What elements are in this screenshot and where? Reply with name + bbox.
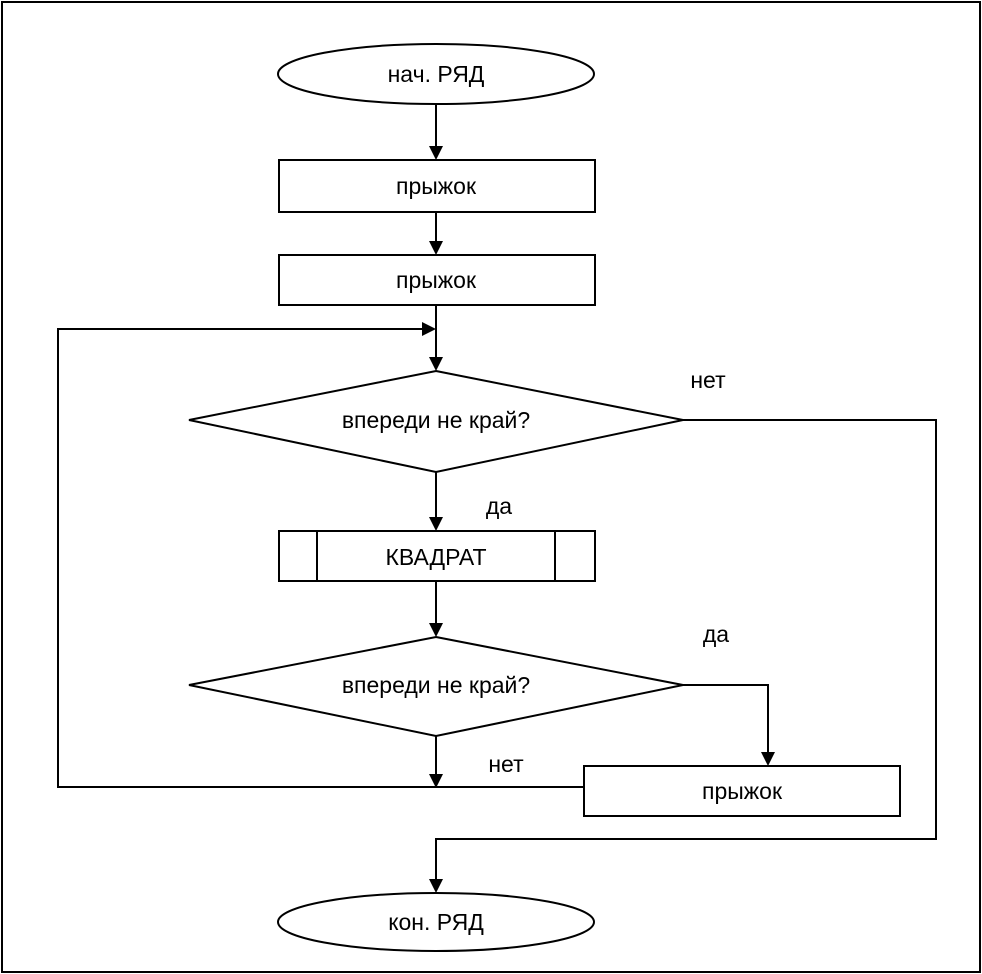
connector-condition2-yes (683, 684, 769, 752)
jump-block-3-label: прыжок (702, 778, 783, 804)
connector-loop-back (57, 328, 584, 788)
arrow-head-icon (429, 241, 443, 255)
condition-2-no-label: нет (488, 751, 524, 777)
jump-block-3 (583, 765, 901, 817)
jump-block-2-label: прыжок (396, 267, 477, 293)
arrow-head-icon (422, 322, 436, 336)
arrow-heads (422, 146, 775, 893)
end-label: кон. РЯД (388, 909, 484, 935)
arrow-head-icon (429, 774, 443, 788)
condition-2-diamond (188, 635, 684, 738)
start-label: нач. РЯД (388, 61, 485, 87)
connector-condition1-no-to-end (435, 419, 937, 879)
jump-block-1 (278, 159, 596, 213)
square-subroutine-block (278, 530, 596, 582)
condition-1-yes-label: да (486, 493, 512, 519)
connectors (57, 104, 937, 879)
start-terminator (277, 43, 595, 105)
arrow-head-icon (429, 517, 443, 531)
condition-1-diamond (188, 369, 684, 474)
condition-1-no-label: нет (690, 367, 726, 393)
condition-1-label: впереди не край? (342, 407, 530, 433)
jump-block-2 (278, 254, 596, 306)
arrow-head-icon (429, 357, 443, 371)
square-subroutine-label: КВАДРАТ (385, 544, 486, 570)
condition-2-yes-label: да (703, 621, 729, 647)
jump-block-1-label: прыжок (396, 173, 477, 199)
arrow-head-icon (429, 146, 443, 160)
arrow-head-icon (429, 623, 443, 637)
condition-2-label: впереди не край? (342, 672, 530, 698)
arrow-head-icon (761, 752, 775, 766)
end-terminator (277, 892, 595, 952)
arrow-head-icon (429, 879, 443, 893)
